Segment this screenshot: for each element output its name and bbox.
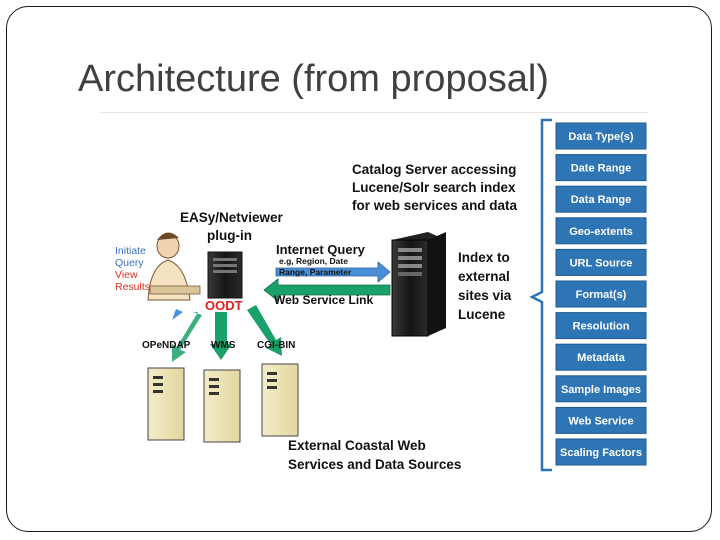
index-field-box-bg: [555, 217, 647, 245]
web-service-link-label: Web Service Link: [274, 293, 373, 307]
svg-text:Query: Query: [115, 257, 144, 269]
svg-text:OPeNDAP: OPeNDAP: [142, 340, 191, 351]
slide-title: Architecture (from proposal): [78, 58, 549, 100]
index-field-box: Date Range: [555, 154, 647, 182]
svg-text:EASy/Netviewer: EASy/Netviewer: [180, 210, 284, 225]
svg-text:Internet Query: Internet Query: [276, 242, 366, 257]
svg-text:plug-in: plug-in: [207, 228, 252, 243]
svg-text:Lucene: Lucene: [458, 307, 506, 322]
index-label: Index to external sites via Lucene: [458, 250, 512, 322]
index-field-box-bg: [555, 185, 647, 213]
svg-text:Results: Results: [115, 281, 150, 293]
index-field-label: Data Type(s): [568, 131, 634, 143]
external-sources-label: External Coastal Web Services and Data S…: [288, 438, 461, 472]
index-field-label: Format(s): [576, 289, 627, 301]
index-field-box: Format(s): [555, 280, 647, 308]
index-field-label: Geo-extents: [569, 226, 633, 238]
index-field-box-bg: [555, 438, 647, 466]
internet-query-label: Internet Query e.g, Region, Date Range, …: [276, 242, 366, 277]
wms-arrow: [210, 312, 232, 360]
svg-text:for web services and data: for web services and data: [352, 198, 518, 213]
index-field-label: URL Source: [570, 257, 633, 269]
index-field-box-bg: [555, 375, 647, 403]
svg-text:Catalog Server accessing: Catalog Server accessing: [352, 162, 516, 177]
index-field-box: Resolution: [555, 312, 647, 340]
index-field-label: Resolution: [573, 321, 630, 333]
external-server-2-icon: [203, 369, 241, 443]
index-field-box: Sample Images: [555, 375, 647, 403]
index-field-label: Data Range: [571, 194, 632, 206]
user-action-labels: Initiate Query View Results: [115, 245, 150, 293]
index-field-box-bg: [555, 312, 647, 340]
svg-text:Index to: Index to: [458, 250, 510, 265]
index-server-icon: [391, 232, 446, 337]
svg-text:External Coastal Web: External Coastal Web: [288, 438, 426, 453]
index-field-box: Scaling Factors: [555, 438, 647, 466]
svg-text:sites via: sites via: [458, 288, 512, 303]
index-field-box: Geo-extents: [555, 217, 647, 245]
web-service-link-arrow: [263, 278, 391, 302]
svg-text:e.g, Region, Date: e.g, Region, Date: [279, 256, 348, 266]
index-field-label: Metadata: [577, 352, 626, 364]
external-server-1-icon: [147, 367, 185, 441]
svg-text:WMS: WMS: [211, 340, 236, 351]
plugin-label: EASy/Netviewer plug-in: [180, 210, 284, 243]
user-at-desk-icon: [147, 232, 201, 301]
svg-text:Range, Parameter: Range, Parameter: [279, 267, 352, 277]
workstation-icon: [207, 251, 243, 299]
index-field-box: Metadata: [555, 343, 647, 371]
internet-query-arrow: [275, 261, 391, 283]
index-field-box-bg: [555, 406, 647, 434]
index-field-box: Data Type(s): [555, 122, 647, 150]
svg-text:Lucene/Solr search index: Lucene/Solr search index: [352, 180, 516, 195]
opendap-arrow: [172, 309, 202, 362]
index-field-label: Date Range: [571, 163, 632, 175]
index-field-box-bg: [555, 122, 647, 150]
catalog-server-label: Catalog Server accessing Lucene/Solr sea…: [352, 162, 518, 213]
index-field-box: Data Range: [555, 185, 647, 213]
svg-text:external: external: [458, 269, 510, 284]
index-field-box: URL Source: [555, 248, 647, 276]
external-server-3-icon: [261, 363, 299, 437]
index-field-box-bg: [555, 343, 647, 371]
index-field-label: Sample Images: [561, 384, 641, 396]
index-fields-bracket: [529, 118, 552, 472]
svg-text:Services and Data Sources: Services and Data Sources: [288, 457, 461, 472]
index-field-box-bg: [555, 280, 647, 308]
svg-text:CGI-BIN: CGI-BIN: [257, 340, 295, 351]
index-field-box: Web Service: [555, 406, 647, 434]
svg-text:View: View: [115, 269, 138, 281]
cgi-bin-arrow: [247, 305, 282, 356]
index-field-box-bg: [555, 154, 647, 182]
index-field-label: Scaling Factors: [560, 447, 642, 459]
architecture-figure: [100, 112, 648, 477]
oodt-label: OODT: [205, 298, 243, 313]
protocol-labels: OPeNDAP WMS CGI-BIN: [142, 340, 295, 351]
index-field-label: Web Service: [568, 415, 633, 427]
svg-text:Initiate: Initiate: [115, 245, 146, 257]
index-field-box-bg: [555, 248, 647, 276]
